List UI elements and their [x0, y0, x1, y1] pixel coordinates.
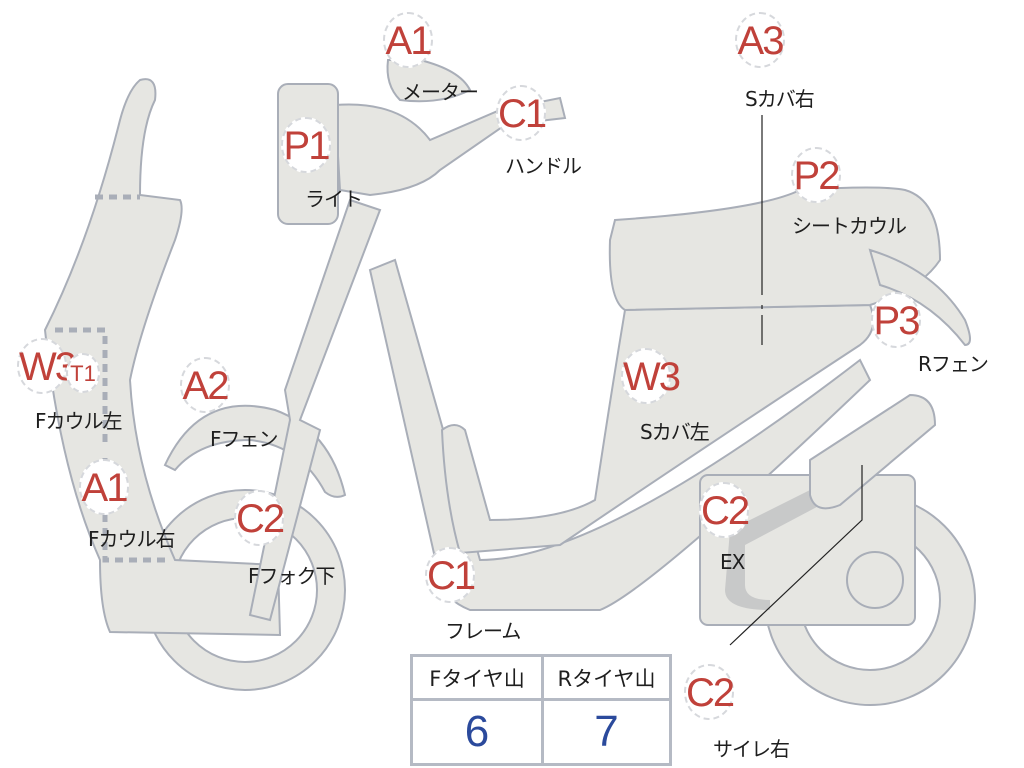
part-name: ハンドル — [505, 154, 582, 178]
part-name: フレーム — [445, 619, 521, 643]
frame — [368, 258, 872, 611]
front-tire-value: 6 — [464, 707, 490, 756]
grade-badge: C2 — [699, 482, 750, 538]
grade-badge: A3 — [735, 12, 785, 68]
part-name: Rフェン — [918, 352, 989, 376]
grade-badge-secondary: T1 — [66, 353, 100, 393]
grade-badge: A1 — [383, 12, 433, 68]
part-name: Fフェン — [210, 427, 279, 451]
part-name: EX — [720, 550, 745, 574]
grade-badge: C1 — [496, 85, 547, 141]
muffler — [809, 393, 937, 510]
seat — [608, 186, 942, 312]
grade-badge: P2 — [791, 147, 841, 203]
part-name: Fカウル左 — [35, 409, 123, 433]
grade-badge: C1 — [425, 547, 476, 603]
part-name: メーター — [402, 80, 479, 104]
grade-badge: A2 — [180, 357, 230, 413]
part-name: ライト — [305, 187, 363, 211]
part-name: Fカウル右 — [88, 527, 176, 551]
part-name: Sカバ左 — [640, 420, 710, 444]
grade-badge: P3 — [871, 292, 921, 348]
grade-badge: P1 — [281, 117, 331, 173]
grade-badge: C2 — [234, 490, 285, 546]
rear-tire-header: Rタイヤ山 — [541, 657, 669, 701]
part-name: サイレ右 — [713, 737, 790, 761]
grade-badge: A1 — [79, 459, 129, 515]
part-name: Fフォク下 — [248, 564, 336, 588]
grade-badge: W3 — [17, 338, 77, 394]
meter — [386, 59, 472, 103]
rear-tire-value: 7 — [541, 701, 669, 763]
tire-tread-table: Fタイヤ山 Rタイヤ山 6 7 — [410, 654, 672, 766]
grade-badge: C2 — [684, 664, 735, 720]
part-name: シートカウル — [792, 214, 907, 238]
front-tire-header: Fタイヤ山 — [413, 657, 541, 701]
grade-badge: W3 — [621, 348, 681, 404]
part-name: Sカバ右 — [745, 87, 815, 111]
